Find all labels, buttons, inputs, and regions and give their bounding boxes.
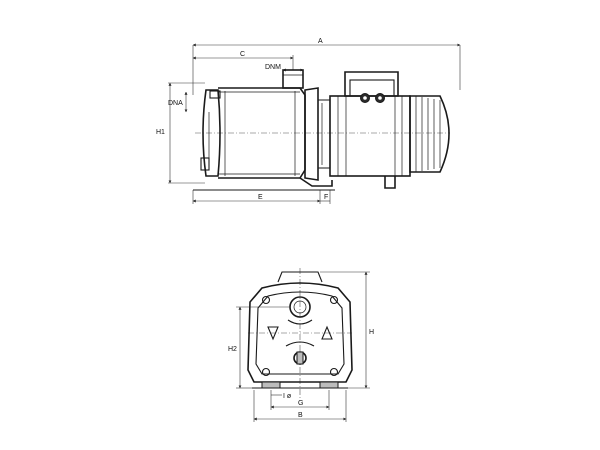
fan-cover bbox=[409, 95, 450, 173]
bolt bbox=[329, 367, 339, 377]
front-view: H H2 I ø G B bbox=[228, 268, 374, 422]
label-i-dia: I ø bbox=[283, 393, 292, 400]
terminal-cover bbox=[349, 79, 395, 97]
lower-rib bbox=[285, 341, 315, 347]
suction-cover bbox=[202, 89, 221, 177]
bracket bbox=[318, 99, 331, 169]
discharge-port bbox=[282, 69, 304, 89]
label-h1: H1 bbox=[156, 129, 165, 136]
label-b: B bbox=[298, 412, 303, 419]
foot-left bbox=[261, 381, 281, 389]
motor-body bbox=[329, 95, 411, 177]
label-dna: DNA bbox=[168, 100, 183, 107]
side-view: A C DNM DNA H1 E F bbox=[156, 38, 461, 204]
knob-center bbox=[363, 96, 367, 100]
drain-plug bbox=[200, 157, 210, 171]
pump-foot bbox=[299, 177, 333, 187]
motor-flange bbox=[304, 87, 319, 181]
upper-rib bbox=[287, 319, 313, 325]
pump-casing-front bbox=[247, 282, 353, 383]
bolt bbox=[261, 295, 271, 305]
discharge-arrow-icon bbox=[321, 325, 333, 340]
motor-foot bbox=[384, 176, 396, 189]
terminal-box-top bbox=[277, 271, 323, 283]
label-e: E bbox=[258, 194, 263, 201]
label-g: G bbox=[298, 400, 303, 407]
gland-center bbox=[378, 96, 382, 100]
label-c: C bbox=[240, 51, 245, 58]
label-h: H bbox=[369, 329, 374, 336]
terminal-box bbox=[344, 71, 399, 97]
suction-plug-top bbox=[209, 90, 221, 99]
discharge-bore bbox=[293, 300, 307, 314]
suction-arrow-icon bbox=[267, 326, 279, 341]
bolt bbox=[329, 295, 339, 305]
label-h2: H2 bbox=[228, 346, 237, 353]
bolt bbox=[261, 367, 271, 377]
label-f: F bbox=[324, 194, 328, 201]
foot-right bbox=[319, 381, 339, 389]
volute-outline bbox=[255, 291, 345, 375]
label-a: A bbox=[318, 38, 323, 45]
label-dnm: DNM bbox=[265, 64, 281, 71]
plug-slot bbox=[296, 351, 304, 365]
